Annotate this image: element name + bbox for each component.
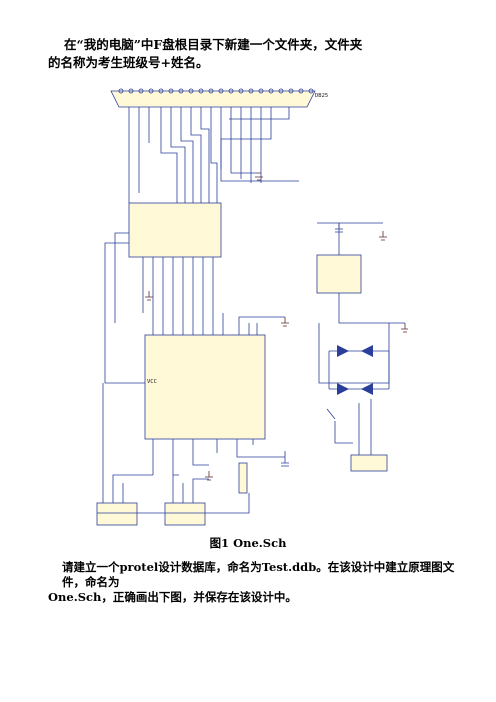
- intro-paragraph: 在“我的电脑”中F盘根目录下新建一个文件夹，文件夹 的名称为考生班级号+姓名。: [48, 36, 468, 72]
- instruction-line-2: One.Sch，正确画出下图，并保存在该设计中。: [48, 590, 297, 604]
- ground-symbols: [145, 172, 408, 481]
- bridge-diodes: [328, 345, 390, 395]
- intro-line-1: 在“我的电脑”中F盘根目录下新建一个文件夹，文件夹: [64, 37, 363, 52]
- header-p2: [164, 502, 206, 526]
- resistor-r1: [238, 462, 248, 494]
- capacitor-c1: [281, 451, 289, 467]
- chip-u2: [128, 202, 222, 258]
- connector-wires: [128, 107, 299, 203]
- header-p1: [96, 502, 138, 526]
- instruction-paragraph: 请建立一个protel设计数据库，命名为Test.ddb。在该设计中建立原理图文…: [48, 560, 468, 605]
- instruction-line-1: 请建立一个protel设计数据库，命名为Test.ddb。在该设计中建立原理图文…: [62, 560, 455, 589]
- db25-connector: [110, 90, 316, 108]
- chip-u2-pins: [104, 232, 214, 329]
- switch-s1: [326, 408, 353, 444]
- schematic-figure: DB25 VCC: [89, 83, 408, 531]
- label-vcc: VCC: [147, 379, 157, 385]
- chip-u1: [144, 334, 266, 440]
- schematic-diagram: DB25 VCC: [96, 88, 408, 526]
- intro-line-2: 的名称为考生班级号+姓名。: [48, 55, 209, 70]
- db25-pins: [118, 88, 314, 94]
- regulator-wires: [317, 222, 405, 384]
- header-wires: [97, 383, 250, 514]
- regulator-u3: [316, 254, 362, 294]
- power-wires: [358, 399, 372, 455]
- figure-caption: 图1 One.Sch: [209, 536, 287, 550]
- label-db25: DB25: [315, 93, 328, 99]
- power-connector: [350, 454, 388, 472]
